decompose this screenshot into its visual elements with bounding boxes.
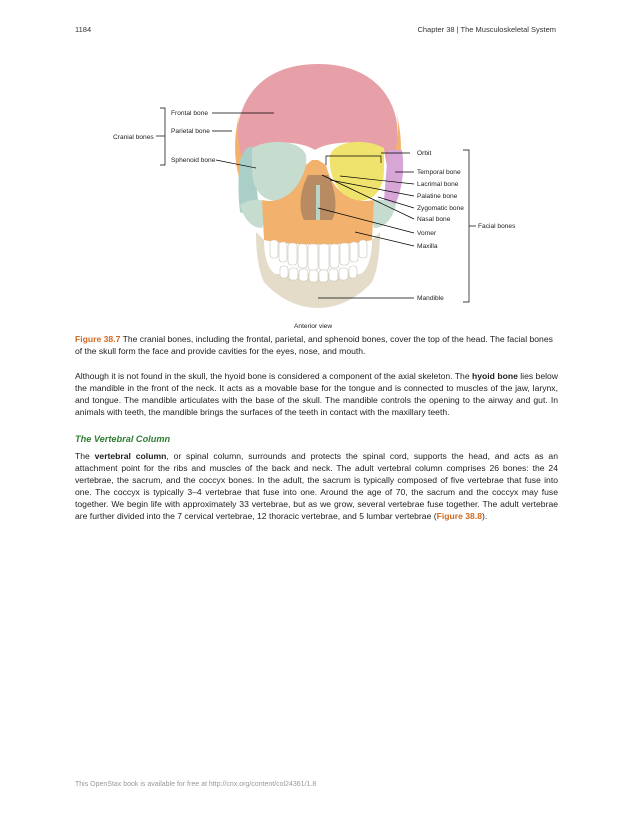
mandible-shape (256, 232, 380, 308)
label-frontal-bone: Frontal bone (171, 110, 208, 117)
vomer-shape (316, 185, 320, 220)
label-mandible: Mandible (417, 295, 444, 302)
label-orbit: Orbit (417, 150, 431, 157)
paragraph-hyoid-text-b: lies below the mandible in the front of … (75, 371, 558, 417)
chapter-header: Chapter 38 | The Musculoskeletal System (417, 25, 556, 34)
paragraph-vertebral-text-c: ). (481, 511, 488, 521)
section-heading: The Vertebral Column (75, 434, 171, 444)
paragraph-vertebral-text-b: , or spinal column, surrounds and protec… (75, 451, 558, 521)
label-maxilla: Maxilla (417, 243, 438, 250)
footer-notice: This OpenStax book is available for free… (75, 781, 317, 788)
label-palatine-bone: Palatine bone (417, 193, 458, 200)
term-hyoid-bone: hyoid bone (472, 371, 518, 381)
label-zygomatic-bone: Zygomatic bone (417, 205, 464, 212)
label-sphenoid-bone: Sphenoid bone (171, 157, 216, 164)
lower-teeth (279, 265, 358, 283)
paragraph-hyoid-text-a: Although it is not found in the skull, t… (75, 371, 473, 381)
orbit-right-shape (329, 141, 384, 201)
skull-illustration: Cranial bones Frontal bone Parietal bone… (113, 64, 516, 330)
term-vertebral-column: vertebral column (94, 451, 167, 461)
paragraph-hyoid: Although it is not found in the skull, t… (75, 370, 558, 418)
figure-link[interactable]: Figure 38.8 (436, 511, 482, 521)
page-number: 1184 (75, 25, 92, 34)
figure-caption-label: Figure 38.7 (75, 334, 121, 344)
orbit-left-shape (252, 141, 307, 201)
skull-figure: Cranial bones Frontal bone Parietal bone… (0, 50, 630, 335)
label-cranial-bones: Cranial bones (113, 134, 154, 141)
paragraph-vertebral: The vertebral column, or spinal column, … (75, 450, 558, 522)
leader-lines (156, 107, 476, 303)
label-nasal-bone: Nasal bone (417, 216, 451, 223)
label-vomer: Vomer (417, 230, 437, 237)
paragraph-vertebral-text-a: The (75, 451, 95, 461)
label-anterior-view: Anterior view (294, 323, 332, 330)
figure-caption: Figure 38.7 The cranial bones, including… (75, 333, 557, 357)
figure-caption-text: The cranial bones, including the frontal… (75, 334, 553, 356)
label-facial-bones: Facial bones (478, 223, 516, 230)
label-temporal-bone: Temporal bone (417, 169, 461, 176)
label-lacrimal-bone: Lacrimal bone (417, 181, 459, 188)
upper-teeth (269, 239, 368, 271)
label-parietal-bone: Parietal bone (171, 128, 210, 135)
frontal-bone-shape (237, 64, 398, 172)
